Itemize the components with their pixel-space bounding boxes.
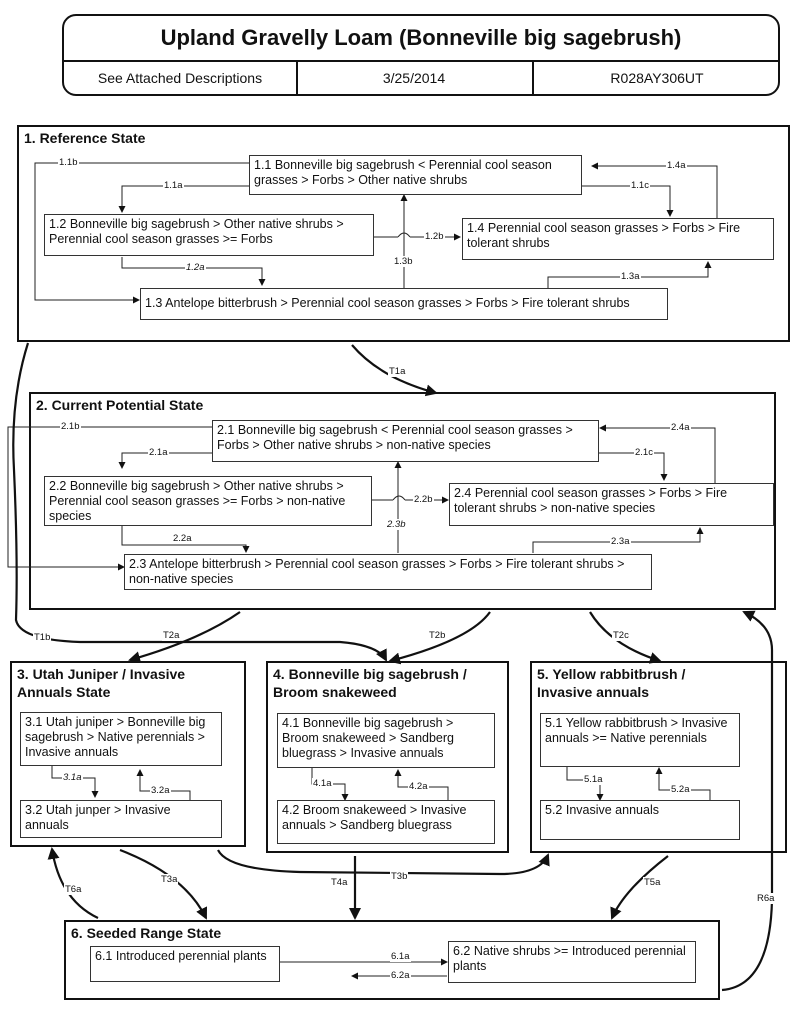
pathway-label-1-2a: 1.2a: [185, 262, 206, 273]
pathway-label-1-1c: 1.1c: [630, 180, 650, 191]
transition-label-t2a: T2a: [162, 630, 181, 641]
state-1-title: 1. Reference State: [24, 130, 146, 146]
state-2-frame: 2. Current Potential State: [29, 392, 776, 610]
community-6-2: 6.2 Native shrubs >= Introduced perennia…: [448, 941, 696, 983]
pathway-label-6-1a: 6.1a: [390, 951, 411, 962]
community-5-1: 5.1 Yellow rabbitbrush > Invasive annual…: [540, 713, 740, 767]
state-5-title: 5. Yellow rabbitbrush / Invasive annuals: [537, 666, 686, 700]
transition-label-t6a: T6a: [64, 884, 83, 895]
community-3-1: 3.1 Utah juniper > Bonneville big sagebr…: [20, 712, 222, 766]
community-6-1: 6.1 Introduced perennial plants: [90, 946, 280, 982]
pathway-label-2-2a: 2.2a: [172, 533, 193, 544]
pathway-label-2-1c: 2.1c: [634, 447, 654, 458]
diagram-title: Upland Gravelly Loam (Bonneville big sag…: [64, 16, 778, 62]
date-cell: 3/25/2014: [296, 60, 534, 94]
community-1-1: 1.1 Bonneville big sagebrush < Perennial…: [249, 155, 582, 195]
state-1-frame: 1. Reference State: [17, 125, 790, 342]
transition-label-t3b: T3b: [390, 871, 409, 882]
community-3-2: 3.2 Utah junper > Invasive annuals: [20, 800, 222, 838]
pathway-label-1-3a: 1.3a: [620, 271, 641, 282]
site-id-cell: R028AY306UT: [610, 70, 704, 86]
pathway-label-5-2a: 5.2a: [670, 784, 691, 795]
pathway-label-1-1a: 1.1a: [163, 180, 184, 191]
community-2-1: 2.1 Bonneville big sagebrush < Perennial…: [212, 420, 599, 462]
community-5-2: 5.2 Invasive annuals: [540, 800, 740, 840]
state-3-frame: 3. Utah Juniper / Invasive Annuals State: [10, 661, 246, 847]
pathway-label-2-1a: 2.1a: [148, 447, 169, 458]
community-1-3: 1.3 Antelope bitterbrush > Perennial coo…: [140, 288, 668, 320]
pathway-label-5-1a: 5.1a: [583, 774, 604, 785]
state-6-title: 6. Seeded Range State: [71, 925, 222, 941]
community-2-4: 2.4 Perennial cool season grasses > Forb…: [449, 483, 774, 526]
pathway-label-4-2a: 4.2a: [408, 781, 429, 792]
community-1-4: 1.4 Perennial cool season grasses > Forb…: [462, 218, 774, 260]
community-4-2: 4.2 Broom snakeweed > Invasive annuals >…: [277, 800, 495, 844]
transition-label-t2c: T2c: [612, 630, 630, 641]
pathway-label-3-1a: 3.1a: [62, 772, 83, 783]
transition-label-r6a: R6a: [756, 893, 776, 904]
descriptions-cell: See Attached Descriptions: [64, 60, 298, 94]
pathway-label-2-3b: 2.3b: [386, 519, 407, 530]
transition-label-t2b: T2b: [428, 630, 447, 641]
pathway-label-1-3b: 1.3b: [393, 256, 414, 267]
state-4-frame: 4. Bonneville big sagebrush / Broom snak…: [266, 661, 509, 853]
pathway-label-2-3a: 2.3a: [610, 536, 631, 547]
transition-label-t3a: T3a: [160, 874, 179, 885]
community-4-1: 4.1 Bonneville big sagebrush > Broom sna…: [277, 713, 495, 768]
community-1-2: 1.2 Bonneville big sagebrush > Other nat…: [44, 214, 374, 256]
pathway-label-1-1b: 1.1b: [58, 157, 79, 168]
state-6-frame: 6. Seeded Range State: [64, 920, 720, 1000]
pathway-label-4-1a: 4.1a: [312, 778, 333, 789]
state-4-title: 4. Bonneville big sagebrush / Broom snak…: [273, 666, 467, 700]
pathway-label-2-2b: 2.2b: [413, 494, 434, 505]
pathway-label-6-2a: 6.2a: [390, 970, 411, 981]
state-5-frame: 5. Yellow rabbitbrush / Invasive annuals: [530, 661, 787, 853]
pathway-label-2-1b: 2.1b: [60, 421, 81, 432]
transition-label-t1a: T1a: [388, 366, 407, 377]
pathway-label-1-2b: 1.2b: [424, 231, 445, 242]
community-2-2: 2.2 Bonneville big sagebrush > Other nat…: [44, 476, 372, 526]
pathway-label-3-2a: 3.2a: [150, 785, 171, 796]
community-2-3: 2.3 Antelope bitterbrush > Perennial coo…: [124, 554, 652, 590]
pathway-label-1-4a: 1.4a: [666, 160, 687, 171]
transition-label-t1b: T1b: [33, 632, 52, 643]
state-3-title: 3. Utah Juniper / Invasive Annuals State: [17, 666, 186, 700]
transition-label-t4a: T4a: [330, 877, 349, 888]
state-2-title: 2. Current Potential State: [36, 397, 204, 413]
pathway-label-2-4a: 2.4a: [670, 422, 691, 433]
header-table: Upland Gravelly Loam (Bonneville big sag…: [62, 14, 780, 96]
transition-label-t5a: T5a: [643, 877, 662, 888]
